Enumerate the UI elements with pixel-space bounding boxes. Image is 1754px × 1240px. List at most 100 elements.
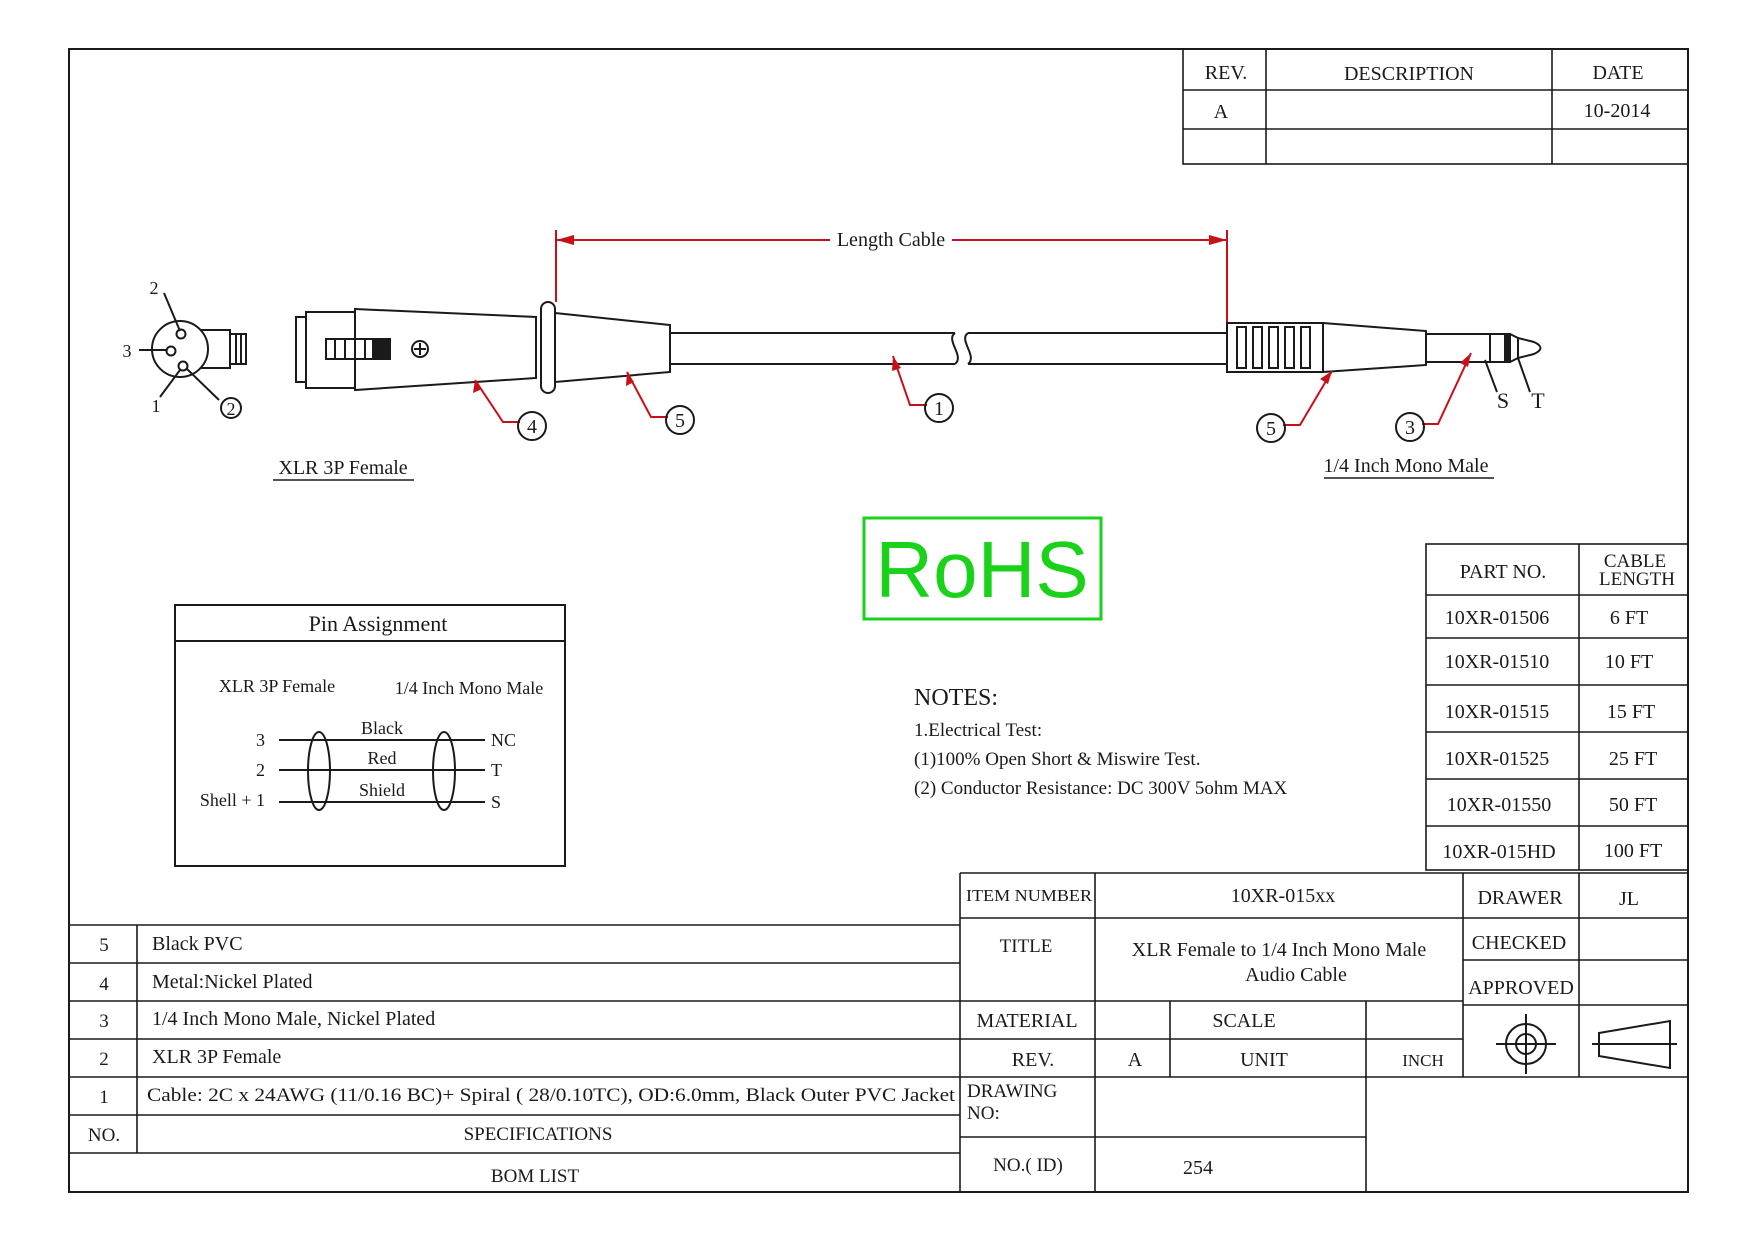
leader-arrowheads [473,353,1471,393]
bom-row-2-spec: XLR 3P Female [152,1046,281,1068]
balloon-5-number-right: 5 [1266,418,1276,440]
rev-block-value: A [1128,1049,1143,1071]
balloon-3-number: 3 [1405,417,1415,439]
revision-table [1182,48,1689,165]
xlr-connector-label: XLR 3P Female [278,457,407,479]
checked-label: CHECKED [1472,932,1566,954]
unit-value: INCH [1402,1051,1444,1070]
scale-label: SCALE [1212,1010,1275,1032]
id-label: NO.( ID) [993,1155,1063,1176]
title-line-1: XLR Female to 1/4 Inch Mono Male [1132,939,1427,961]
plug-connector-label: 1/4 Inch Mono Male [1324,455,1489,477]
length-row-6: 100 FT [1604,840,1662,862]
bom-spec-header: SPECIFICATIONS [464,1124,613,1145]
balloons [517,393,1425,443]
id-value: 254 [1183,1157,1213,1179]
bom-row-5-no: 5 [99,935,109,956]
drawing-no-label-1: DRAWING [967,1081,1058,1102]
bom-row-1-spec: Cable: 2C x 24AWG (11/0.16 BC)+ Spiral (… [147,1085,956,1106]
balloon-2-number: 2 [227,399,236,419]
item-number-value: 10XR-015xx [1231,885,1335,907]
xlr-pin-2-label: 2 [150,278,159,298]
part-row-2: 10XR-01510 [1445,651,1549,673]
bom-row-5-spec: Black PVC [152,933,243,955]
leader-lines [474,352,1472,426]
material-label: MATERIAL [976,1010,1077,1032]
sleeve-label: S [1497,388,1509,413]
pin-right-header: 1/4 Inch Mono Male [395,678,543,698]
bom-footer: BOM LIST [491,1166,580,1187]
rev-label: REV. [1012,1049,1054,1071]
quarter-inch-plug [1226,322,1542,393]
part-row-3: 10XR-01515 [1445,701,1549,723]
balloon-4-number: 4 [527,416,537,438]
notes-line-2: (1)100% Open Short & Miswire Test. [914,749,1200,770]
length-row-1: 6 FT [1610,607,1648,629]
bom-row-2-no: 2 [99,1049,109,1070]
xlr-pin-1-label: 1 [152,396,161,416]
approved-label: APPROVED [1468,977,1574,999]
rev-header: REV. [1205,62,1247,84]
date-header: DATE [1592,62,1643,84]
pin-assignment-box [174,604,566,867]
title-block-grid [959,872,1688,1192]
length-cable-label: Length Cable [837,229,945,251]
bom-row-3-no: 3 [99,1011,109,1032]
unit-label: UNIT [1240,1049,1288,1071]
pin-row-1-right: NC [491,730,516,750]
rohs-mark: RoHS [875,525,1088,614]
cable [670,332,1227,365]
title-line-2: Audio Cable [1245,964,1347,986]
pin-row-2-right: T [491,760,502,780]
length-row-5: 50 FT [1609,794,1657,816]
xlr-end-view [139,292,247,419]
notes-line-1: 1.Electrical Test: [914,720,1042,741]
part-no-header: PART NO. [1460,561,1547,583]
bom-row-1-no: 1 [99,1087,109,1108]
bom-row-3-spec: 1/4 Inch Mono Male, Nickel Plated [152,1008,435,1030]
length-dimension [555,230,1228,322]
cable-length-header-1: CABLE [1604,551,1666,572]
part-row-6: 10XR-015HD [1442,841,1555,863]
balloon-1-number: 1 [934,398,944,420]
pin-row-1-left: 3 [256,730,265,750]
drawer-value: JL [1619,888,1639,910]
pin-assignment-title: Pin Assignment [309,611,448,636]
bom-row-4-no: 4 [99,974,109,995]
tip-label: T [1531,388,1545,413]
rohs-mark-frame [862,516,1103,621]
projection-symbol-icon [1496,1014,1677,1074]
rev-value: A [1214,101,1229,123]
drawer-label: DRAWER [1477,887,1563,909]
drawing-no-label-2: NO: [967,1103,1000,1124]
parts-table-grid [1425,543,1689,871]
length-row-3: 15 FT [1607,701,1655,723]
part-row-4: 10XR-01525 [1445,748,1549,770]
pin-left-header: XLR 3P Female [219,676,335,696]
length-row-2: 10 FT [1605,651,1653,673]
cable-length-header-2: LENGTH [1599,569,1675,590]
pin-row-2-left: 2 [256,760,265,780]
date-value: 10-2014 [1584,100,1651,122]
notes-title: NOTES: [914,685,998,711]
title-label: TITLE [1000,936,1053,957]
pin-row-3-right: S [491,792,501,812]
length-row-4: 25 FT [1609,748,1657,770]
xlr-pin-3-label: 3 [123,341,132,361]
balloon-5-number: 5 [675,410,685,432]
bom-row-4-spec: Metal:Nickel Plated [152,971,313,993]
bom-table-grid [69,924,960,1154]
bom-no-header: NO. [88,1125,120,1146]
pin-wiring [279,731,485,811]
description-header: DESCRIPTION [1344,63,1474,85]
pin-row-3-wire: Shield [359,780,405,800]
pin-row-2-wire: Red [368,748,397,768]
part-row-5: 10XR-01550 [1447,794,1551,816]
pin-row-1-wire: Black [361,718,403,738]
xlr-connector-body [295,301,671,394]
pin-row-3-left: Shell + 1 [200,790,265,810]
notes-line-3: (2) Conductor Resistance: DC 300V 5ohm M… [914,778,1288,799]
part-row-1: 10XR-01506 [1445,607,1549,629]
item-number-label: ITEM NUMBER [966,886,1093,905]
